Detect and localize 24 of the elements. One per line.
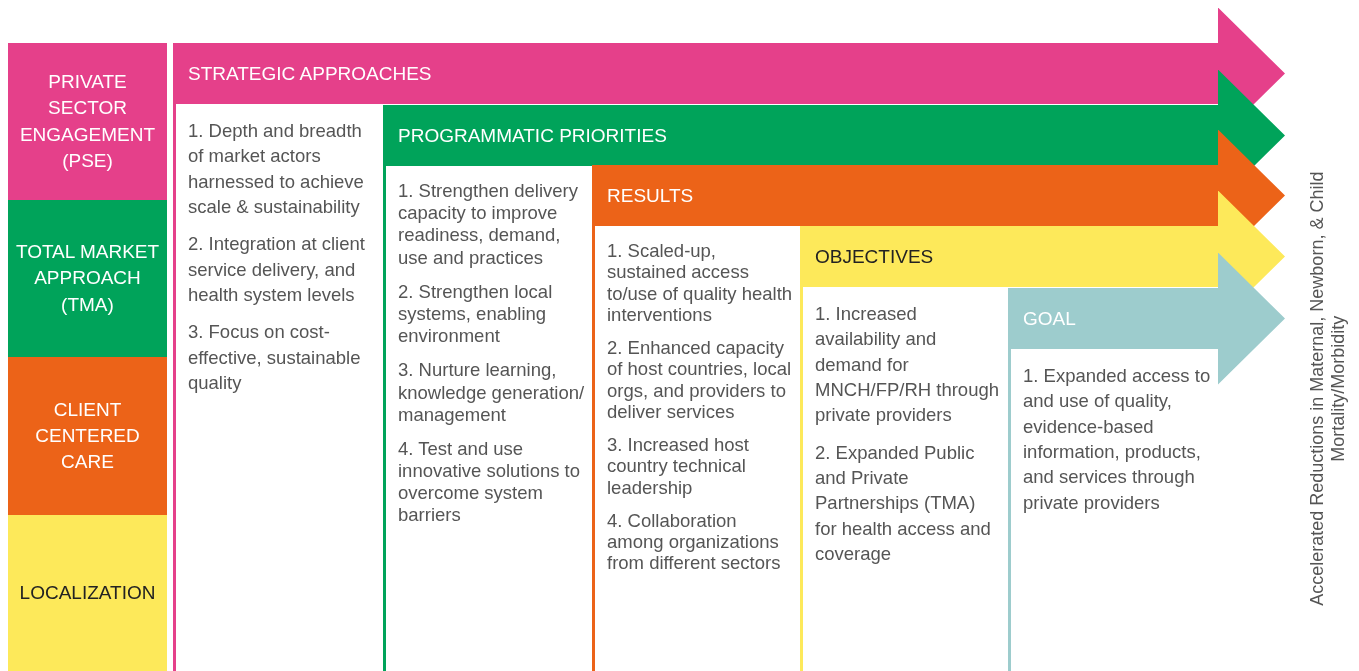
category-box: PRIVATE SECTOR ENGAGEMENT (PSE) (8, 43, 167, 200)
list-item: 2. Integration at client service delivery, and health system levels (188, 232, 366, 308)
category-box: LOCALIZATION (8, 515, 167, 671)
list-item: 3. Increased host country technical leadership (607, 434, 750, 498)
list-item: 1. Expanded access to and use of quality, evidence-based information, products, and services through private providers (1023, 364, 1211, 515)
band-heading: GOAL (1023, 306, 1076, 331)
list-item: 1. Depth and breadth of market actors harnessed to achieve scale & sustainability (188, 119, 365, 220)
band-heading: STRATEGIC APPROACHES (188, 61, 432, 86)
band-heading: OBJECTIVES (815, 244, 934, 269)
list-item: 1. Scaled-up, sustained access to/use of quality health interventions (607, 240, 793, 326)
list-item: 4. Collaboration among organizations from different sectors (607, 509, 782, 574)
band-heading: PROGRAMMATIC PRIORITIES (398, 123, 667, 148)
band-heading: RESULTS (607, 183, 694, 208)
list-item: 2. Strengthen local systems, enabling environment (398, 280, 554, 348)
list-item: 3. Focus on cost-effective, sustainable quality (188, 320, 362, 396)
list-item: 2. Enhanced capacity of host countries, local orgs, and providers to deliver services (607, 337, 793, 423)
list-item: 2. Expanded Public and Private Partnerships (TMA) for health access and coverage (815, 440, 992, 567)
category-box: CLIENT CENTERED CARE (8, 357, 167, 515)
outcome-label: Accelerated Reductions in Maternal, Newborn, & Child Mortality/Morbidity (1307, 170, 1349, 608)
list-item: 3. Nurture learning, knowledge generation/ management (398, 359, 585, 426)
list-item: 1. Increased availability and demand for MNCH/FP/RH through private providers (815, 302, 1000, 428)
list-item: 4. Test and use innovative solutions to overcome system barriers (398, 437, 582, 527)
list-item: 1. Strengthen delivery capacity to improve readiness, demand, use and practices (398, 180, 579, 269)
category-box: TOTAL MARKET APPROACH (TMA) (8, 200, 167, 357)
